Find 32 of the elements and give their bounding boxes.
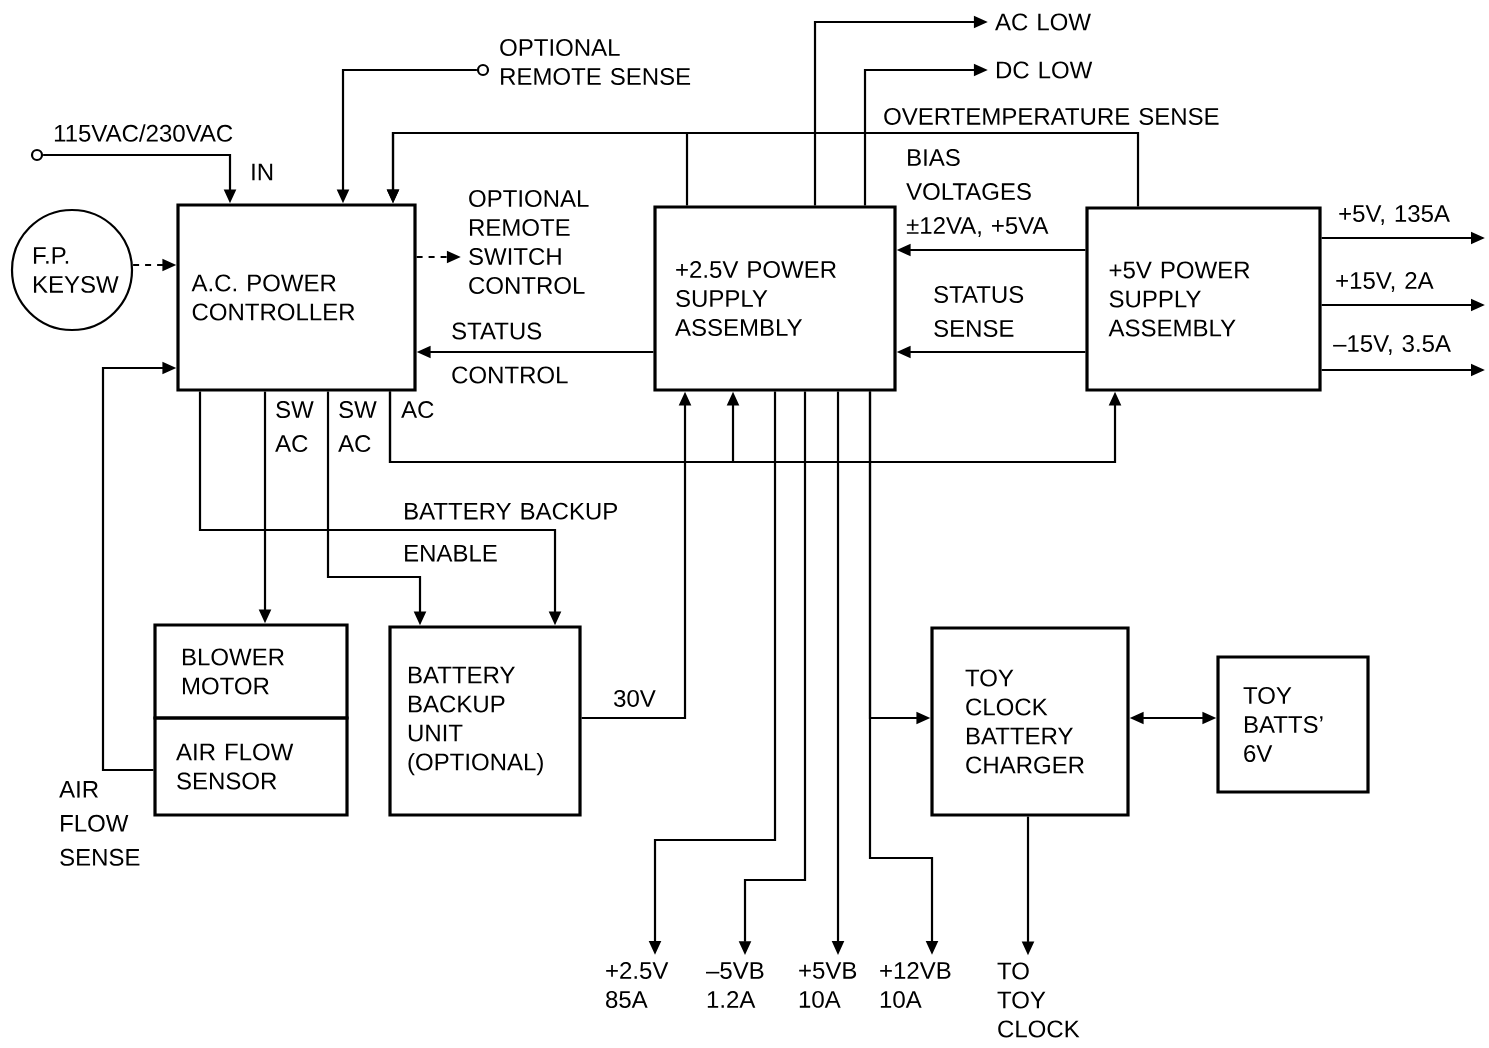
output-label: TO TOY CLOCK	[997, 962, 1080, 1038]
block-box: +5V POWER SUPPLY ASSEMBLY	[1085, 206, 1322, 392]
block-box: A.C. POWER CONTROLLER	[176, 203, 417, 392]
edge-label: 30V	[614, 689, 656, 707]
edge-label: BATTERY BACKUP ENABLE	[405, 502, 617, 562]
block-box: +2.5V POWER SUPPLY ASSEMBLY	[653, 205, 897, 392]
edge-label: SW AC	[338, 401, 377, 453]
signal-label: AC LOW	[995, 13, 1091, 31]
edge-label: –15V, 3.5A	[1333, 335, 1451, 355]
terminal-label: 115VAC/230VAC	[54, 124, 233, 142]
edge-label: +15V, 2A	[1336, 272, 1434, 292]
edge-label: AC	[401, 401, 434, 419]
block-box: BLOWER MOTOR	[153, 623, 349, 720]
edge-label: STATUS SENSE	[934, 285, 1024, 337]
output-label: +12VB 10A	[880, 962, 951, 1008]
edge-label: IN	[252, 163, 273, 181]
block-box: BATTERY BACKUP UNIT (OPTIONAL)	[388, 625, 582, 817]
output-label: +5VB 10A	[799, 962, 857, 1008]
edge-label: SW AC	[275, 401, 314, 453]
edge-label: STATUS CONTROL	[452, 322, 568, 384]
signal-label: DC LOW	[997, 61, 1093, 79]
block-box: AIR FLOW SENSOR	[153, 716, 349, 817]
edge-label: AIR FLOW SENSE	[59, 781, 140, 866]
edge-label: BIAS VOLTAGES ±12VA, +5VA	[906, 149, 1049, 237]
output-label: –5VB 1.2A	[706, 962, 764, 1008]
block-box: TOY BATTS’ 6V	[1216, 655, 1370, 794]
edge-label: +5V, 135A	[1339, 205, 1450, 225]
output-label: +2.5V 85A	[606, 962, 669, 1008]
block-box: TOY CLOCK BATTERY CHARGER	[930, 626, 1130, 817]
edge-label: OVERTEMPERATURE SENSE	[884, 107, 1219, 125]
signal-label: OPTIONAL REMOTE SWITCH CONTROL	[469, 190, 589, 294]
terminal-label: OPTIONAL REMOTE SENSE	[500, 39, 691, 85]
